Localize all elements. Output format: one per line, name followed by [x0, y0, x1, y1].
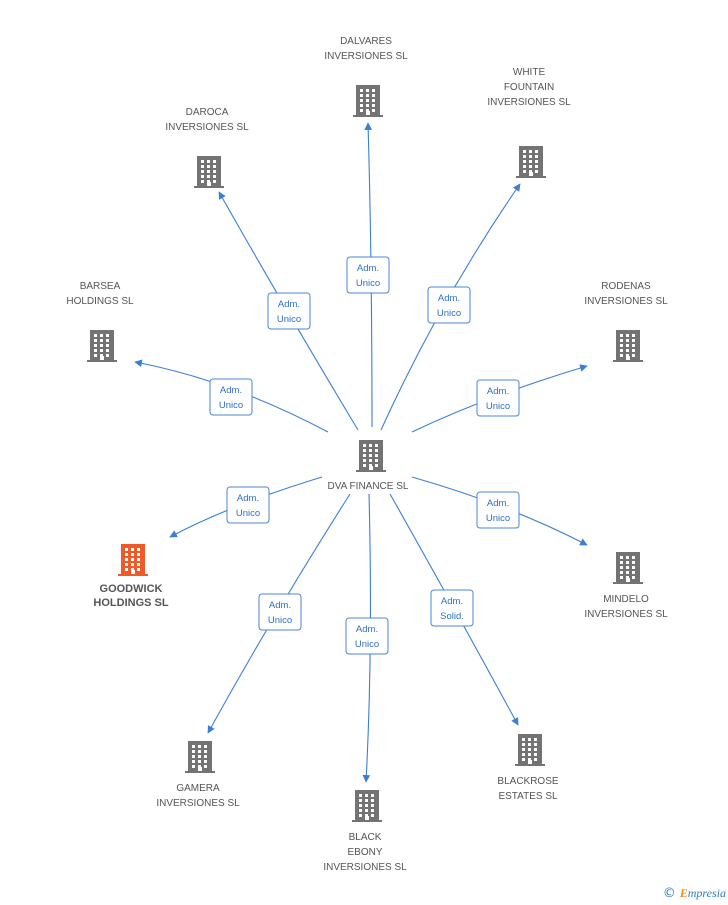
- edge-daroca: Adm.Unico: [218, 191, 359, 431]
- brand-initial: E: [679, 886, 688, 900]
- role-label-white: Adm.Unico: [437, 293, 461, 319]
- role-label-barsea: Adm.Unico: [219, 385, 243, 411]
- building-icon-daroca[interactable]: [194, 156, 224, 188]
- building-icon-dalvares[interactable]: [353, 85, 383, 117]
- company-label-dva[interactable]: DVA FINANCE SL: [328, 481, 409, 492]
- building-icon-mindelo[interactable]: [613, 552, 643, 584]
- role-box-barsea[interactable]: [209, 378, 253, 416]
- role-label-rodenas: Adm.Unico: [486, 386, 510, 412]
- empresia-watermark: ©Empresia: [663, 886, 726, 901]
- role-box-mindelo[interactable]: [476, 491, 520, 529]
- role-box-dalvares[interactable]: [346, 256, 390, 294]
- role-label-goodwick: Adm.Unico: [236, 493, 260, 519]
- edge-blackrose: Adm.Solid.: [389, 493, 519, 726]
- role-label-mindelo: Adm.Unico: [486, 498, 510, 524]
- edge-rodenas: Adm.Unico: [411, 364, 588, 433]
- role-label-black: Adm.Unico: [355, 624, 379, 650]
- building-icon-gamera[interactable]: [185, 741, 215, 773]
- role-box-gamera[interactable]: [258, 593, 302, 631]
- edge-white: Adm.Unico: [380, 183, 521, 431]
- role-box-rodenas[interactable]: [476, 379, 520, 417]
- building-icon-barsea[interactable]: [87, 330, 117, 362]
- role-label-gamera: Adm.Unico: [268, 600, 292, 626]
- role-box-white[interactable]: [427, 286, 471, 324]
- building-icon-rodenas[interactable]: [613, 330, 643, 362]
- role-box-blackrose[interactable]: [430, 589, 474, 627]
- role-box-daroca[interactable]: [267, 292, 311, 330]
- brand-name: mpresia: [687, 886, 726, 900]
- edge-gamera: Adm.Unico: [207, 493, 351, 734]
- role-box-goodwick[interactable]: [226, 486, 270, 524]
- building-icon-dva[interactable]: [356, 440, 386, 472]
- role-box-black[interactable]: [345, 617, 389, 655]
- edges-layer: Adm.UnicoAdm.UnicoAdm.UnicoAdm.UnicoAdm.…: [134, 122, 588, 783]
- building-icon-white[interactable]: [516, 146, 546, 178]
- edge-barsea: Adm.Unico: [134, 359, 329, 433]
- building-icon-black[interactable]: [352, 790, 382, 822]
- edge-mindelo: Adm.Unico: [411, 476, 588, 546]
- building-icon-blackrose[interactable]: [515, 734, 545, 766]
- copyright-icon: ©: [662, 886, 676, 901]
- building-icon-goodwick[interactable]: [118, 544, 148, 576]
- role-label-blackrose: Adm.Solid.: [440, 596, 464, 622]
- edge-dalvares: Adm.Unico: [346, 122, 390, 428]
- edge-goodwick: Adm.Unico: [169, 476, 323, 538]
- edge-black: Adm.Unico: [345, 493, 389, 783]
- role-label-dalvares: Adm.Unico: [356, 263, 380, 289]
- role-label-daroca: Adm.Unico: [277, 299, 301, 325]
